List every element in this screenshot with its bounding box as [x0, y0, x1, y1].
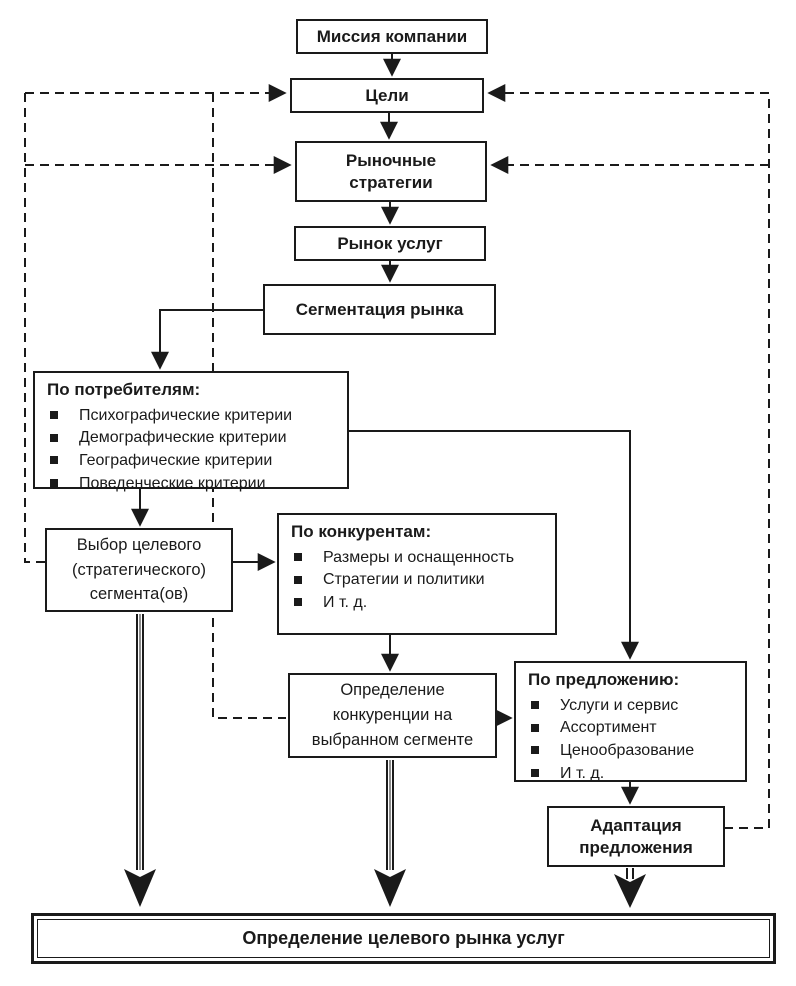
list-item: Демографические критерии: [47, 427, 339, 450]
bullet-square-icon: [294, 553, 302, 561]
list-item: Географические критерии: [47, 450, 339, 473]
services-market-box: Рынок услуг: [294, 226, 486, 261]
criteria-label: Размеры и оснащенность: [323, 548, 515, 566]
dashed-target-segment-feedback: [24, 93, 45, 563]
target-segment-box: Выбор целевого (стратегического) сегмент…: [45, 528, 233, 612]
bullet-square-icon: [531, 723, 539, 732]
criteria-label: Услуги и сервис: [560, 696, 679, 714]
bullet-square-icon: [531, 746, 539, 755]
arrowhead-right: [614, 874, 646, 908]
goals-box: Цели: [290, 78, 484, 113]
criteria-label: Поведенческие критерии: [79, 474, 266, 492]
bullet-square-icon: [531, 769, 539, 778]
criteria-label: Демографические критерии: [79, 429, 287, 447]
competition-definition-label: Определение конкуренции на выбранном сег…: [311, 681, 474, 749]
criteria-label: Ценообразование: [560, 742, 695, 760]
list-item: Психографические критерии: [47, 405, 339, 428]
arrowhead-left: [124, 869, 156, 907]
criteria-label: Психографические критерии: [79, 406, 293, 424]
market-strategies-box: Рыночные стратегии: [295, 141, 487, 202]
by-consumers-title: По потребителям:: [47, 380, 201, 399]
criteria-label: Географические критерии: [79, 452, 273, 470]
bullet-square-icon: [294, 598, 302, 607]
list-item: Стратегии и политики: [291, 569, 547, 592]
double-shaft-center: [386, 760, 394, 870]
offer-criteria-list: Услуги и сервис Ассортимент Ценообразова…: [528, 695, 737, 786]
market-segmentation-box: Сегментация рынка: [263, 284, 496, 335]
dashed-feedback-lines: [24, 84, 770, 829]
arrowhead-center: [374, 869, 406, 907]
dashed-adaptation-feedback: [724, 93, 770, 829]
arrow-consumers-to-offer: [349, 430, 639, 660]
bullet-square-icon: [50, 479, 58, 488]
list-item: Ассортимент: [528, 717, 737, 740]
list-item: И т. д.: [291, 592, 547, 615]
bullet-square-icon: [294, 575, 302, 584]
criteria-label: Ассортимент: [560, 719, 657, 737]
criteria-label: Стратегии и политики: [323, 571, 485, 589]
list-item: Услуги и сервис: [528, 695, 737, 718]
mission-label: Миссия компании: [316, 26, 468, 46]
list-item: Размеры и оснащенность: [291, 547, 547, 570]
criteria-label: И т. д.: [560, 764, 605, 782]
by-offer-box: По предложению: Услуги и сервис Ассортим…: [514, 661, 747, 782]
target-segment-label: Выбор целевого (стратегического) сегмент…: [71, 535, 206, 604]
target-market-label: Определение целевого рынка услуг: [242, 928, 565, 948]
solid-flow-arrows: [131, 54, 639, 805]
target-market-box: Определение целевого рынка услуг: [31, 913, 776, 964]
heavy-result-arrows: [124, 614, 646, 908]
mission-box: Миссия компании: [296, 19, 488, 54]
list-item: Поведенческие критерии: [47, 473, 339, 496]
bullet-square-icon: [50, 456, 58, 465]
list-item: Ценообразование: [528, 740, 737, 763]
by-consumers-box: По потребителям: Психографические критер…: [33, 371, 349, 492]
double-shaft-left: [136, 614, 144, 870]
bullet-square-icon: [50, 411, 58, 419]
services-market-label: Рынок услуг: [337, 233, 443, 253]
list-item: И т. д.: [528, 763, 737, 786]
double-shaft-right: [626, 868, 634, 879]
arrow-segmentation-to-consumers: [151, 309, 263, 370]
bullet-square-icon: [531, 701, 539, 709]
goals-label: Цели: [365, 85, 409, 105]
target-market-inner-border: Определение целевого рынка услуг: [37, 919, 770, 958]
by-competitors-title: По конкурентам:: [291, 522, 432, 541]
offer-adaptation-box: Адаптация предложения: [547, 806, 725, 867]
by-competitors-box: По конкурентам: Размеры и оснащенность С…: [277, 513, 557, 635]
offer-adaptation-label: Адаптация предложения: [579, 816, 693, 857]
consumers-criteria-list: Психографические критерии Демографически…: [47, 405, 339, 496]
by-offer-title: По предложению:: [528, 670, 680, 689]
market-segmentation-label: Сегментация рынка: [295, 299, 464, 319]
competition-definition-box: Определение конкуренции на выбранном сег…: [288, 673, 497, 758]
criteria-label: И т. д.: [323, 594, 368, 612]
competitors-criteria-list: Размеры и оснащенность Стратегии и полит…: [291, 547, 547, 615]
market-strategies-label: Рыночные стратегии: [345, 151, 437, 192]
bullet-square-icon: [50, 433, 58, 442]
